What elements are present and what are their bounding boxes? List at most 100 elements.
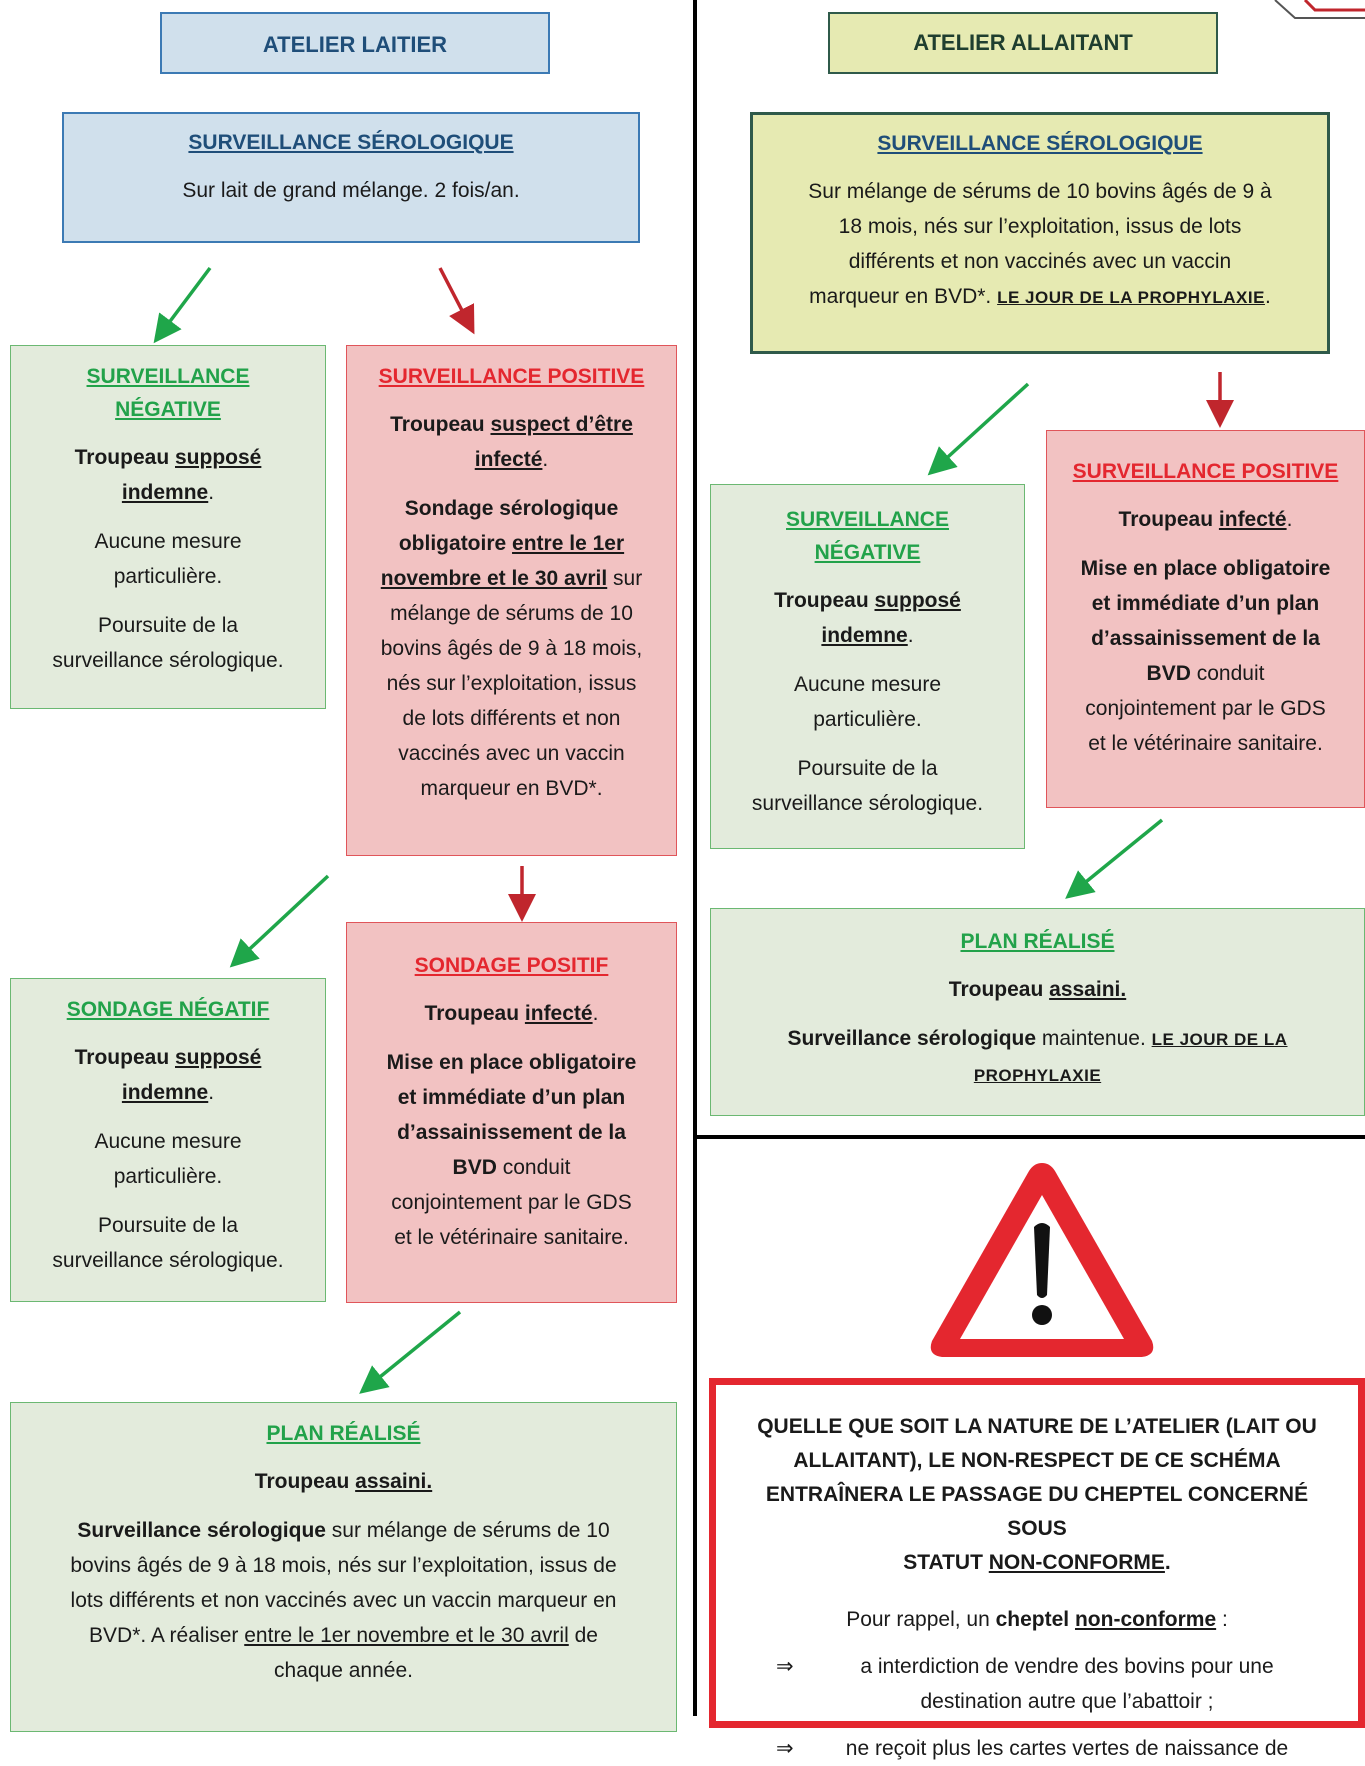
warning-title: QUELLE QUE SOIT LA NATURE DE L’ATELIER (…: [757, 1415, 1317, 1574]
suckler-sero-line-1: Sur mélange de sérums de 10 bovins âgés …: [808, 180, 1272, 203]
corner-decoration: [1274, 0, 1365, 19]
suckler-neg-continue-2: surveillance sérologique.: [751, 792, 984, 815]
dairy-sond-pos-line-1: Mise en place obligatoire: [386, 1051, 637, 1074]
suckler-pos-box: SURVEILLANCE POSITIVE Troupeau infecté. …: [1046, 430, 1365, 808]
dairy-plan-line-5: chaque année.: [274, 1659, 413, 1682]
dairy-sond-neg-continue-1: Poursuite de la: [97, 1214, 239, 1237]
warning-item: ⇒ ne reçoit plus les cartes vertes de na…: [756, 1731, 1318, 1766]
suckler-header-label: ATELIER ALLAITANT: [913, 30, 1133, 55]
section-divider: [693, 1135, 1365, 1139]
dairy-pos-box: SURVEILLANCE POSITIVE Troupeau suspect d…: [346, 345, 677, 856]
suckler-plan-line-2: prophylaxie: [973, 1066, 1102, 1085]
dairy-sond-pos-line-3: d’assainissement de la: [397, 1121, 626, 1144]
dairy-sond-pos-box: SONDAGE POSITIF Troupeau infecté. Mise e…: [346, 922, 677, 1303]
warning-box: QUELLE QUE SOIT LA NATURE DE L’ATELIER (…: [709, 1378, 1365, 1760]
suckler-sero-title: SURVEILLANCE SÉROLOGIQUE: [877, 132, 1203, 155]
dairy-header: ATELIER LAITIER: [160, 12, 550, 74]
dairy-plan-line-1: Surveillance sérologique sur mélange de …: [77, 1519, 610, 1542]
dairy-sero-text: Sur lait de grand mélange. 2 fois/an.: [182, 179, 520, 202]
dairy-neg-herd: Troupeau supposé: [74, 446, 262, 469]
dairy-neg-continue-1: Poursuite de la: [97, 614, 239, 637]
dairy-sond-neg-box: SONDAGE NÉGATIF Troupeau supposé indemne…: [10, 978, 326, 1302]
dairy-pos-line-5: bovins âgés de 9 à 18 mois,: [380, 637, 643, 660]
dairy-neg-herd-2: indemne.: [121, 481, 215, 504]
dairy-sond-neg-title: SONDAGE NÉGATIF: [66, 998, 270, 1021]
suckler-plan-title: PLAN RÉALISÉ: [960, 930, 1115, 953]
warning-list: ⇒ a interdiction de vendre des bovins po…: [716, 1649, 1358, 1766]
dairy-pos-line-4: mélange de sérums de 10: [390, 602, 633, 625]
dairy-plan-title: PLAN RÉALISÉ: [266, 1422, 421, 1445]
suckler-sero-line-3: différents et non vaccinés avec un vacci…: [848, 250, 1232, 273]
suckler-pos-line-4: BVD conduit: [1146, 662, 1265, 685]
suckler-sero-box: SURVEILLANCE SÉROLOGIQUE Sur mélange de …: [750, 112, 1330, 354]
dairy-sero-box: SURVEILLANCE SÉROLOGIQUE Sur lait de gra…: [62, 112, 640, 243]
dairy-pos-line-3: novembre et le 30 avril sur: [380, 567, 643, 590]
suckler-sero-line-4: marqueur en BVD*. Le jour de la prophyla…: [809, 285, 1271, 308]
suckler-neg-continue-1: Poursuite de la: [797, 757, 938, 780]
dairy-neg-continue-2: surveillance sérologique.: [52, 649, 284, 672]
suckler-plan-herd: Troupeau assaini.: [948, 978, 1127, 1001]
dairy-sond-pos-line-4: BVD conduit: [452, 1156, 571, 1179]
dairy-sond-pos-line-2: et immédiate d’un plan: [397, 1086, 626, 1109]
dairy-sond-pos-title: SONDAGE POSITIF: [414, 954, 609, 977]
suckler-neg-title-2: NÉGATIVE: [814, 541, 921, 564]
dairy-pos-line-2: obligatoire entre le 1er: [398, 532, 625, 555]
implies-arrow-icon: ⇒: [776, 1737, 794, 1760]
dairy-sond-pos-herd: Troupeau infecté.: [424, 1002, 599, 1025]
arrow-dairy-to-pos: [438, 267, 475, 335]
flow-arrows: [153, 266, 1234, 1394]
suckler-pos-line-3: d’assainissement de la: [1091, 627, 1320, 650]
suckler-pos-title: SURVEILLANCE POSITIVE: [1072, 460, 1339, 483]
dairy-sond-neg-herd: Troupeau supposé: [74, 1046, 262, 1069]
dairy-sond-pos-line-6: et le vétérinaire sanitaire.: [394, 1226, 629, 1249]
dairy-plan-herd: Troupeau assaini.: [254, 1470, 433, 1493]
suckler-plan-line-1: Surveillance sérologique maintenue. Le j…: [787, 1027, 1288, 1050]
dairy-pos-line-9: marqueur en BVD*.: [420, 777, 603, 800]
suckler-neg-box: SURVEILLANCE NÉGATIVE Troupeau supposé i…: [710, 484, 1025, 849]
dairy-plan-line-3: lots différents et non vaccinés avec un …: [70, 1589, 617, 1612]
dairy-sond-neg-herd-2: indemne.: [121, 1081, 215, 1104]
dairy-neg-box: SURVEILLANCE NÉGATIVE Troupeau supposé i…: [10, 345, 326, 709]
warning-item: ⇒ a interdiction de vendre des bovins po…: [756, 1649, 1318, 1719]
dairy-neg-measure-2: particulière.: [113, 565, 223, 588]
arrow-suckler-to-neg: [927, 382, 1030, 476]
dairy-pos-herd: Troupeau suspect d’être: [390, 413, 633, 436]
arrow-sond-pos-to-plan: [359, 1310, 462, 1394]
dairy-pos-herd-2: infecté.: [474, 448, 549, 471]
suckler-neg-title-1: SURVEILLANCE: [786, 508, 949, 531]
arrow-pos-to-sond-neg: [229, 874, 330, 968]
warning-triangle-icon: [930, 1163, 1154, 1357]
dairy-sond-pos-line-5: conjointement par le GDS: [391, 1191, 632, 1214]
implies-arrow-icon: ⇒: [776, 1655, 794, 1678]
dairy-header-label: ATELIER LAITIER: [262, 32, 448, 57]
suckler-pos-line-1: Mise en place obligatoire: [1080, 557, 1331, 580]
dairy-pos-line-6: nés sur l’exploitation, issus: [386, 672, 637, 695]
dairy-neg-measure-1: Aucune mesure: [94, 530, 242, 553]
dairy-sond-neg-continue-2: surveillance sérologique.: [52, 1249, 284, 1272]
suckler-pos-line-2: et immédiate d’un plan: [1091, 592, 1320, 615]
suckler-pos-line-6: et le vétérinaire sanitaire.: [1088, 732, 1323, 755]
dairy-pos-line-1: Sondage sérologique: [404, 497, 619, 520]
dairy-plan-line-2: bovins âgés de 9 à 18 mois, nés sur l’ex…: [70, 1554, 617, 1577]
dairy-sond-neg-measure-2: particulière.: [113, 1165, 223, 1188]
suckler-sero-line-2: 18 mois, nés sur l’exploitation, issus d…: [838, 215, 1242, 238]
column-divider: [693, 0, 697, 1716]
suckler-neg-herd: Troupeau supposé: [774, 589, 961, 612]
arrow-dairy-to-neg: [153, 266, 212, 344]
dairy-pos-line-8: vaccinés avec un vaccin: [398, 742, 625, 765]
dairy-pos-line-7: de lots différents et non: [402, 707, 621, 730]
dairy-pos-title: SURVEILLANCE POSITIVE: [378, 365, 645, 388]
dairy-neg-title-1: SURVEILLANCE: [86, 365, 250, 388]
suckler-plan-box: PLAN RÉALISÉ Troupeau assaini. Surveilla…: [710, 908, 1365, 1116]
dairy-plan-box: PLAN RÉALISÉ Troupeau assaini. Surveilla…: [10, 1402, 677, 1732]
suckler-header: ATELIER ALLAITANT: [828, 12, 1218, 74]
suckler-pos-herd: Troupeau infecté.: [1118, 508, 1293, 531]
dairy-plan-line-4: BVD*. A réaliser entre le 1er novembre e…: [89, 1624, 598, 1647]
suckler-neg-measure-1: Aucune mesure: [793, 673, 942, 696]
suckler-neg-herd-2: indemne.: [821, 624, 914, 647]
suckler-neg-measure-2: particulière.: [813, 708, 922, 731]
suckler-pos-line-5: conjointement par le GDS: [1085, 697, 1326, 720]
dairy-neg-title-2: NÉGATIVE: [115, 398, 221, 421]
dairy-sond-neg-measure-1: Aucune mesure: [94, 1130, 242, 1153]
warning-recall: Pour rappel, un cheptel non-conforme :: [846, 1608, 1228, 1631]
